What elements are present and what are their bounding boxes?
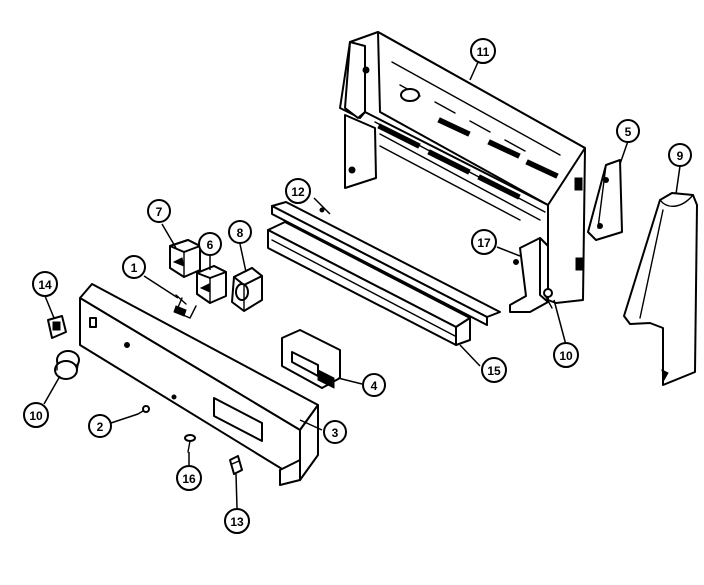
switch-module <box>169 239 201 278</box>
bracket-screw <box>543 288 553 309</box>
leader-lines <box>43 50 681 509</box>
callout-label: 8 <box>237 226 244 240</box>
callout-2: 2 <box>88 414 112 438</box>
switch-module-small <box>196 265 227 304</box>
control-panel <box>79 283 319 486</box>
top-channel <box>271 201 501 326</box>
callout-label: 4 <box>371 379 378 393</box>
callout-label: 5 <box>625 125 632 139</box>
mounting-bracket <box>509 237 549 313</box>
callout-label: 13 <box>230 515 244 529</box>
callout-9: 9 <box>668 143 692 167</box>
callout-3: 3 <box>323 420 347 444</box>
spring-clip <box>229 455 243 475</box>
callout-4: 4 <box>362 373 386 397</box>
callout-11: 11 <box>470 38 496 64</box>
callout-label: 14 <box>38 278 52 292</box>
callout-10-left: 10 <box>23 402 49 428</box>
end-cap <box>623 192 698 386</box>
callout-label: 10 <box>29 409 43 423</box>
mounting-screw <box>184 434 196 453</box>
callout-label: 15 <box>487 364 501 378</box>
callout-label: 9 <box>677 149 684 163</box>
callout-label: 3 <box>332 426 339 440</box>
panel-screw <box>137 405 150 415</box>
rear-frame <box>339 31 586 304</box>
callout-label: 1 <box>131 261 138 275</box>
callout-label: 16 <box>182 472 196 486</box>
callout-label: 2 <box>97 420 104 434</box>
lower-channel <box>267 221 471 346</box>
callout-10-right: 10 <box>553 342 579 368</box>
callout-7: 7 <box>147 199 171 223</box>
callout-label: 10 <box>559 349 573 363</box>
callout-5: 5 <box>616 119 640 143</box>
callout-6: 6 <box>198 232 222 256</box>
callout-12: 12 <box>285 178 311 204</box>
callout-13: 13 <box>224 508 250 534</box>
callout-label: 7 <box>156 205 163 219</box>
callout-label: 6 <box>207 238 214 252</box>
wire-clip <box>173 294 197 319</box>
callout-label: 12 <box>291 185 305 199</box>
callout-1: 1 <box>122 255 146 279</box>
callout-8: 8 <box>228 220 252 244</box>
callout-15: 15 <box>481 357 507 383</box>
small-knob <box>47 315 67 339</box>
callout-label: 11 <box>477 45 490 59</box>
thermostat-control <box>231 267 263 312</box>
callout-16: 16 <box>176 465 202 491</box>
callout-label: 17 <box>477 236 491 250</box>
control-knob <box>54 350 80 380</box>
callout-17: 17 <box>471 229 497 255</box>
side-bracket <box>587 159 623 241</box>
callout-14: 14 <box>32 271 58 297</box>
display-module <box>281 329 341 389</box>
